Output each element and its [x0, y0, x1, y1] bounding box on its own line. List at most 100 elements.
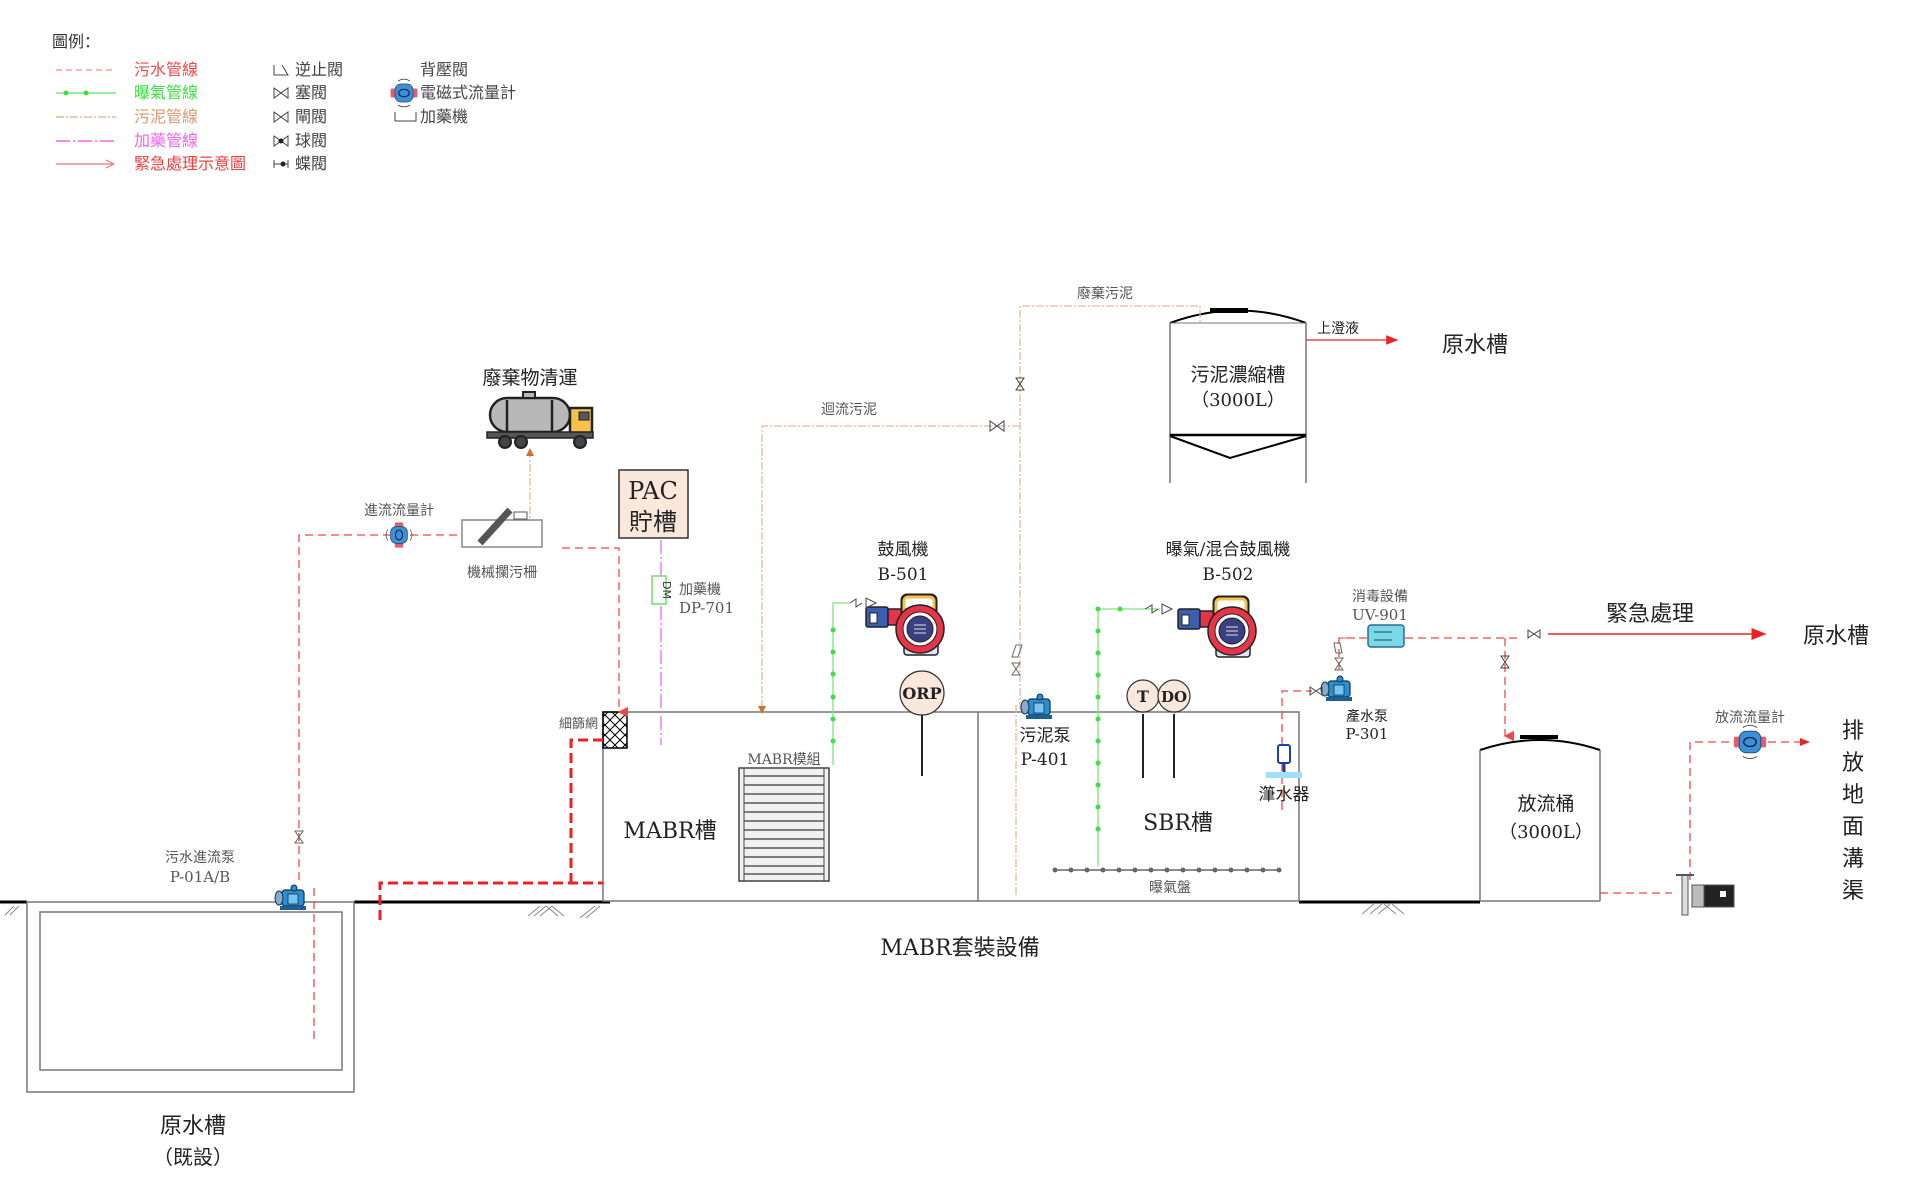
inflow-pump-label: 污水進流泵	[165, 850, 235, 866]
legend-air-node	[63, 90, 69, 96]
waste-removal-arrow-head-icon	[526, 448, 534, 456]
uv-label: 消毒設備	[1352, 589, 1408, 605]
sludge-pump-id: P-401	[1021, 750, 1070, 770]
sludge-pump-label: 污泥泵	[1020, 726, 1071, 746]
blower1-label: 鼓風機	[878, 540, 929, 560]
legend-flowmeter-label: 電磁式流量計	[420, 83, 516, 102]
inflow-pump-icon	[274, 884, 307, 911]
effluent-flowmeter-icon	[1733, 724, 1767, 760]
blower2-id: B-502	[1203, 565, 1254, 585]
fine-screen	[602, 711, 628, 749]
return-sludge-arrow-head-icon	[758, 706, 766, 714]
legend-emergency-label: 緊急處理示意圖	[134, 154, 246, 173]
fine-screen-label: 細篩網	[559, 717, 598, 732]
discharge-char: 面	[1842, 815, 1864, 840]
discharge-arrow-head-icon	[1800, 738, 1810, 746]
ball-valve-dot	[278, 138, 284, 144]
blower1-valves-icon	[849, 597, 878, 609]
product-pump-p301-icon	[1320, 675, 1353, 702]
discharge-char: 放	[1842, 751, 1864, 776]
aeration-disc-label: 曝氣盤	[1149, 880, 1191, 896]
sludge-tank-capacity: （3000L）	[1191, 390, 1285, 411]
decanter-icon: 潷水器	[1259, 744, 1310, 805]
sludge-pipes	[529, 305, 1201, 895]
package-label: MABR套裝設備	[880, 936, 1039, 961]
return-sludge-label: 迴流污泥	[821, 402, 877, 418]
dosing-machine-id: DP-701	[679, 599, 734, 617]
legend-valve-label: 蝶閥	[295, 154, 327, 173]
mabr-package: MABR套裝設備	[602, 711, 1300, 961]
sludge-line-valves-icon	[1011, 644, 1023, 676]
supernatant-label: 上澄液	[1317, 321, 1359, 337]
blower1-id: B-501	[878, 565, 929, 585]
screen-label: 機械攔污柵	[467, 565, 537, 581]
legend-sewage-label: 污水管線	[134, 60, 198, 79]
sbr-tank-label: SBR槽	[1143, 811, 1213, 836]
legend-chemical-label: 加藥管線	[134, 131, 198, 150]
product-pump-label: 產水泵	[1346, 708, 1388, 725]
dosing-machine-icon	[394, 112, 417, 122]
effluent-meter-label: 放流流量計	[1715, 710, 1785, 726]
effluent-tank: 放流桶 （3000L）	[1479, 735, 1601, 902]
mabr-module-label: MABR模組	[747, 752, 820, 768]
sludge-pump-p401-icon	[1020, 693, 1053, 720]
air-pipe-nodes	[830, 606, 1123, 832]
tanker-truck-icon	[486, 391, 594, 449]
do-label: DO	[1161, 688, 1187, 706]
blower-b501-icon	[864, 593, 946, 657]
discharge-char: 溝	[1842, 847, 1864, 872]
dosing-machine-label: 加藥機	[679, 582, 721, 598]
air-pipes	[832, 602, 1160, 866]
raw-tank-label: 原水槽	[160, 1114, 226, 1139]
legend-arrow-head-icon	[105, 159, 116, 169]
inflow-pump-id: P-01A/B	[170, 868, 230, 886]
discharge-char: 地	[1842, 783, 1864, 808]
to-raw-tank-label: 原水槽	[1442, 333, 1508, 358]
mabr-module-body	[738, 767, 830, 882]
discharge-label: 排 放 地 面 溝 渠	[1842, 719, 1864, 904]
legend-air-node	[83, 90, 89, 96]
aeration-disc: 曝氣盤	[1052, 867, 1282, 896]
uv-disinfection-unit: 消毒設備 UV-901	[1352, 589, 1408, 648]
discharge-char: 排	[1842, 719, 1864, 744]
sludge-tank-label: 污泥濃縮槽	[1190, 364, 1285, 386]
blower2-valves-icon	[1144, 603, 1174, 615]
pac-storage-tank: PAC 貯槽	[618, 469, 689, 539]
inflow-pump-valve-icon	[294, 830, 304, 844]
t-label: T	[1137, 687, 1149, 706]
product-pump-valve-icon	[1309, 686, 1323, 696]
ball-valve-icon	[273, 135, 289, 147]
butterfly-valve-dot	[280, 161, 286, 167]
legend-air-label: 曝氣管線	[134, 83, 198, 102]
waste-sludge-label: 廢棄污泥	[1077, 285, 1133, 302]
pac-tank-label: 貯槽	[629, 508, 677, 536]
effluent-bypass-valve-icon	[1500, 655, 1510, 669]
sludge-thickener-tank: 污泥濃縮槽 （3000L）	[1169, 308, 1307, 483]
pac-label: PAC	[628, 477, 678, 505]
legend-back-pressure-label: 背壓閥	[420, 60, 468, 79]
check-valve-icon	[273, 64, 289, 76]
legend-valve-label: 逆止閥	[295, 60, 343, 79]
legend-dosing-label: 加藥機	[420, 107, 468, 126]
mechanical-screen: 機械攔污柵	[461, 507, 543, 581]
legend-valve-label: 球閥	[295, 131, 327, 150]
uv-line-valves-icon	[1333, 642, 1344, 671]
return-sludge-valve-icon	[989, 420, 1005, 432]
effluent-pump-icon	[1676, 874, 1735, 916]
electromagnetic-flowmeter-icon	[389, 78, 419, 108]
decanter-label: 潷水器	[1259, 785, 1310, 805]
emergency-label: 緊急處理	[1606, 602, 1694, 627]
plug-valve-icon	[273, 87, 289, 99]
legend-valve-label: 閘閥	[295, 107, 327, 126]
waste-removal-label: 廢棄物清運	[482, 367, 577, 389]
legend-title: 圖例：	[52, 32, 100, 51]
mabr-module: MABR模組	[738, 752, 830, 882]
blower2-label: 曝氣/混合鼓風機	[1166, 540, 1291, 560]
inflow-meter-label: 進流流量計	[364, 503, 434, 519]
effluent-tank-label: 放流桶	[1517, 793, 1574, 815]
effluent-tank-capacity: （3000L）	[1499, 822, 1593, 843]
gate-valve-icon	[273, 111, 289, 123]
orp-label: ORP	[902, 684, 941, 703]
legend-valve-label: 塞閥	[295, 83, 327, 102]
